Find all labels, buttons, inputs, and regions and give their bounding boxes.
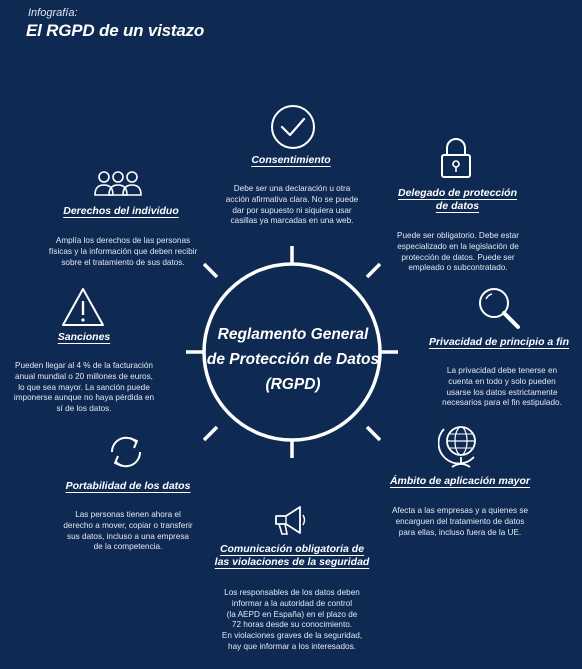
text-line: Afecta a las empresas y a quienes se	[391, 506, 529, 515]
spoke-bottom-right	[365, 425, 382, 442]
text-portabilidad: Las personas tienen ahora el derecho a m…	[48, 510, 208, 553]
text-line: anual mundial o 20 millones de euros,	[15, 371, 153, 381]
people-group-icon	[92, 168, 144, 198]
heading-line: de datos	[435, 200, 480, 212]
text-line: casillas ya marcadas en una web.	[230, 216, 354, 226]
text-line: empleado o subcontratado.	[408, 263, 508, 273]
text-line: para ellas, incluso fuera de la UE.	[398, 527, 522, 537]
heading-line: las violaciones de la seguridad	[214, 556, 370, 568]
text-line: En violaciones graves de la seguridad,	[221, 631, 363, 641]
text-line: (la AEPD en España) en el plazo de	[226, 609, 358, 619]
text-line: Debe ser una declaración u otra	[233, 184, 351, 193]
text-line: de la competencia.	[93, 542, 163, 552]
heading-ambito: Ámbito de aplicación mayor	[389, 475, 531, 487]
central-title-line3: (RGPD)	[265, 376, 321, 393]
spoke-top-left	[202, 262, 219, 279]
text-line: protección de datos. Puede ser	[401, 252, 515, 262]
spoke-bottom-left	[202, 425, 219, 442]
central-title: Reglamento General de Protección de Dato…	[200, 322, 386, 397]
text-comunicacion: Los responsables de los datos deben info…	[200, 588, 384, 653]
text-line: sobre el tratamiento de sus datos.	[61, 257, 185, 267]
text-line: Las personas tienen ahora el	[75, 510, 181, 519]
text-line: Puede ser obligatorio. Debe estar	[397, 231, 519, 240]
text-line: acción afirmativa clara. No se puede	[225, 194, 359, 204]
heading-privacidad: Privacidad de principio a fin	[428, 336, 570, 348]
text-line: necesarios para el fin estipulado.	[442, 398, 562, 408]
page-title: El RGPD de un vistazo	[26, 21, 205, 40]
heading-line: Comunicación obligatoria de	[219, 543, 365, 555]
magnifier-icon	[476, 285, 522, 331]
text-line: usarse los datos estrictamente	[446, 387, 558, 397]
text-delegado: Puede ser obligatorio. Debe estar especi…	[382, 231, 534, 274]
warning-triangle-icon	[60, 286, 106, 328]
text-line: 72 horas desde su conocimiento.	[231, 620, 353, 630]
text-line: derecho a mover, copiar o transferir	[63, 520, 193, 530]
checkmark-circle-icon	[270, 104, 316, 150]
heading-comunicacion: Comunicación obligatoria de las violacio…	[206, 543, 378, 569]
text-line: Los responsables de los datos deben	[224, 588, 360, 597]
text-line: sus datos, incluso a una empresa	[67, 531, 189, 541]
megaphone-icon	[270, 500, 310, 540]
heading-portabilidad: Portabilidad de los datos	[65, 480, 191, 492]
text-sanciones: Pueden llegar al 4 % de la facturación a…	[2, 361, 166, 415]
text-line: hay que informar a los interesados.	[228, 641, 356, 651]
refresh-arrows-icon	[104, 430, 148, 474]
text-privacidad: La privacidad debe tenerse en cuenta en …	[432, 366, 572, 409]
text-line: sí de los datos.	[56, 404, 112, 414]
kicker-label: Infografía:	[28, 7, 78, 19]
wheel-spokes	[186, 246, 398, 458]
heading-consentimiento: Consentimiento	[251, 154, 331, 166]
text-line: cuenta en todo y solo pueden	[448, 376, 556, 386]
heading-line: Delegado de protección	[397, 187, 518, 199]
text-line: dar por supuesto ni siquiera usar	[232, 205, 352, 215]
text-line: Amplía los derechos de las personas	[55, 236, 191, 245]
text-line: especializado en la legislación de	[397, 241, 519, 251]
text-line: Pueden llegar al 4 % de la facturación	[15, 361, 153, 370]
text-line: imponerse aunque no haya pérdida en	[13, 393, 155, 403]
heading-delegado: Delegado de protección de datos	[390, 187, 525, 213]
text-line: lo que sea mayor. La sanción puede	[18, 382, 150, 392]
text-derechos: Amplía los derechos de las personas físi…	[36, 236, 210, 268]
text-line: La privacidad debe tenerse en	[446, 366, 558, 375]
text-ambito: Afecta a las empresas y a quienes se enc…	[380, 506, 540, 538]
spoke-top-right	[365, 262, 382, 279]
heading-derechos: Derechos del individuo	[63, 205, 179, 217]
central-title-line1: Reglamento General	[217, 326, 369, 343]
text-line: físicas y la información que deben recib…	[48, 246, 198, 256]
text-line: informar a la autoridad de control	[231, 598, 353, 608]
text-line: encarguen del tratamiento de datos	[395, 516, 525, 526]
heading-sanciones: Sanciones	[57, 331, 111, 343]
text-consentimiento: Debe ser una declaración u otra acción a…	[206, 184, 378, 227]
globe-icon	[438, 421, 484, 469]
padlock-icon	[440, 137, 472, 179]
central-title-line2: de Protección de Datos	[206, 351, 380, 368]
